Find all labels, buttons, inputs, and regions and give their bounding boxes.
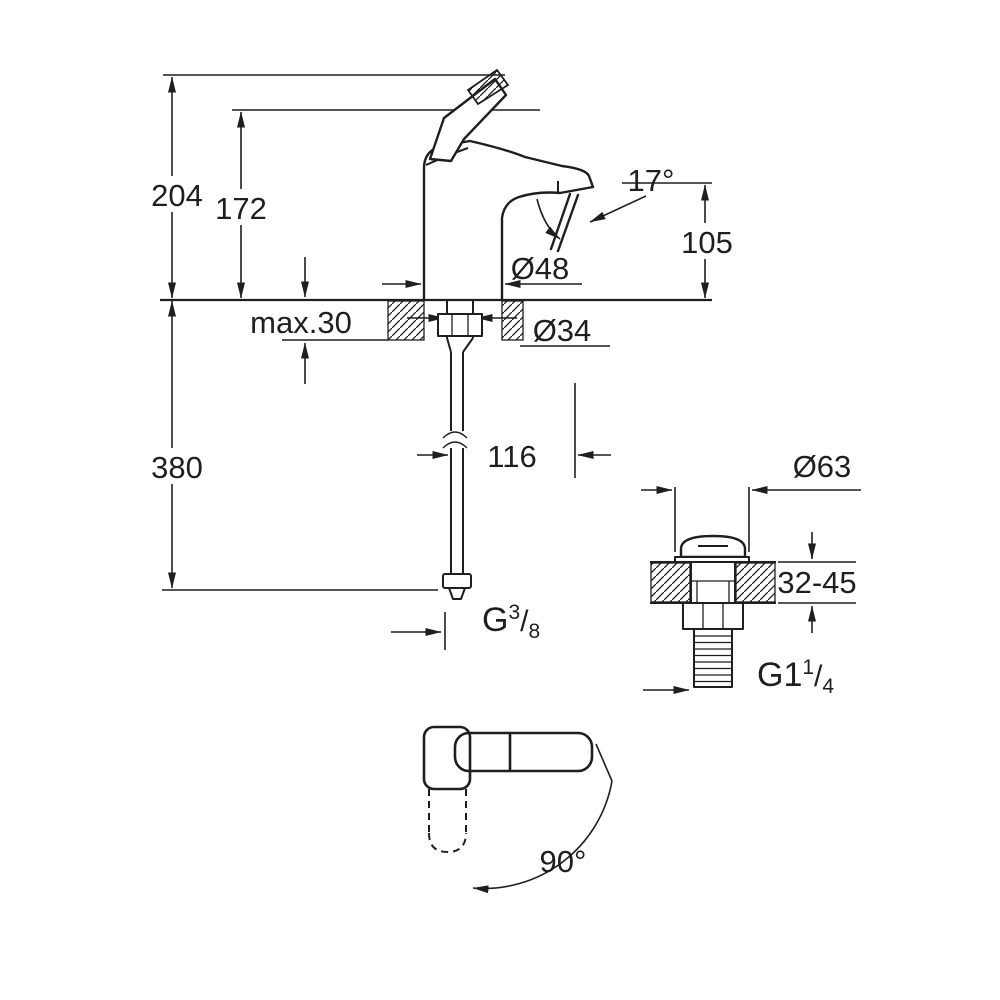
- deck-hatch-left: [650, 562, 691, 603]
- dim-label-flange-diameter: Ø63: [793, 449, 852, 484]
- dimension-labels: 204 172 17° 105 Ø48 max.30 Ø34 380 116 G…: [147, 163, 857, 879]
- handle-base-outline: [422, 725, 472, 791]
- ext-lines-32-45: [778, 561, 856, 604]
- dim-label-base-diameter: Ø48: [511, 251, 570, 286]
- hose-connector-tip: [448, 587, 466, 600]
- water-stream-right: [556, 193, 580, 253]
- rotation-tangent-line: [595, 743, 613, 782]
- dim-label-waste-thread: G11/4: [757, 656, 834, 698]
- shank-taper: [446, 337, 474, 353]
- label-bg-380: [147, 448, 207, 484]
- label-bg-105: [677, 223, 737, 259]
- dim-label-spout-height: 105: [681, 225, 733, 260]
- label-bg-204: [147, 176, 207, 212]
- dimension-lines: [162, 74, 712, 650]
- label-bg-172: [211, 189, 271, 225]
- dim-label-body-height: 172: [215, 191, 267, 226]
- dim-label-rotation-angle: 90°: [540, 844, 587, 879]
- hose-upper: [450, 352, 464, 431]
- hidden-body-arc: [428, 832, 467, 853]
- hidden-body-lines: [428, 789, 467, 833]
- deck-section-hatch-right: [501, 300, 524, 341]
- arc-arrow-17deg: [536, 198, 561, 240]
- hose-break-symbol: [442, 431, 468, 449]
- waste-threaded-tube: [693, 628, 733, 688]
- rotation-arc-90: [472, 780, 613, 894]
- waste-body-in-deck: [690, 562, 736, 603]
- supply-hose: [442, 352, 472, 600]
- hose-connector: [442, 573, 472, 589]
- faucet-side-view: [160, 68, 712, 600]
- waste-nut-facets: [702, 603, 724, 629]
- deck-hatch-right: [735, 562, 776, 603]
- hose-lower: [450, 448, 464, 574]
- dim-label-supply-thread: G3/8: [482, 601, 540, 643]
- waste-nut: [682, 602, 744, 630]
- mounting-nut: [437, 313, 483, 337]
- handle-lever-outline: [453, 731, 594, 773]
- leader-17deg: [589, 195, 647, 223]
- water-stream-left: [549, 192, 572, 251]
- handle-top-view: [422, 725, 613, 894]
- dim-label-hole-diameter: Ø34: [533, 313, 592, 348]
- dim-label-max-deck: max.30: [250, 305, 352, 340]
- waste-body-inner: [691, 580, 735, 603]
- dim-label-hose-length: 380: [151, 450, 203, 485]
- dim-label-spout-reach: 116: [487, 439, 536, 474]
- waste-fitting-view: [641, 486, 861, 694]
- dim-label-spout-angle: 17°: [628, 163, 675, 198]
- mounting-nut-facets: [451, 314, 469, 336]
- dim-label-deck-range: 32-45: [777, 565, 856, 600]
- ext-lines-d63: [674, 487, 750, 552]
- lever-tip-hatch: [466, 68, 510, 106]
- lever-handle: [428, 77, 508, 163]
- waste-thread-lines: [694, 635, 732, 683]
- deck-section-hatch-left: [387, 300, 425, 341]
- dim-label-overall-height: 204: [151, 178, 203, 213]
